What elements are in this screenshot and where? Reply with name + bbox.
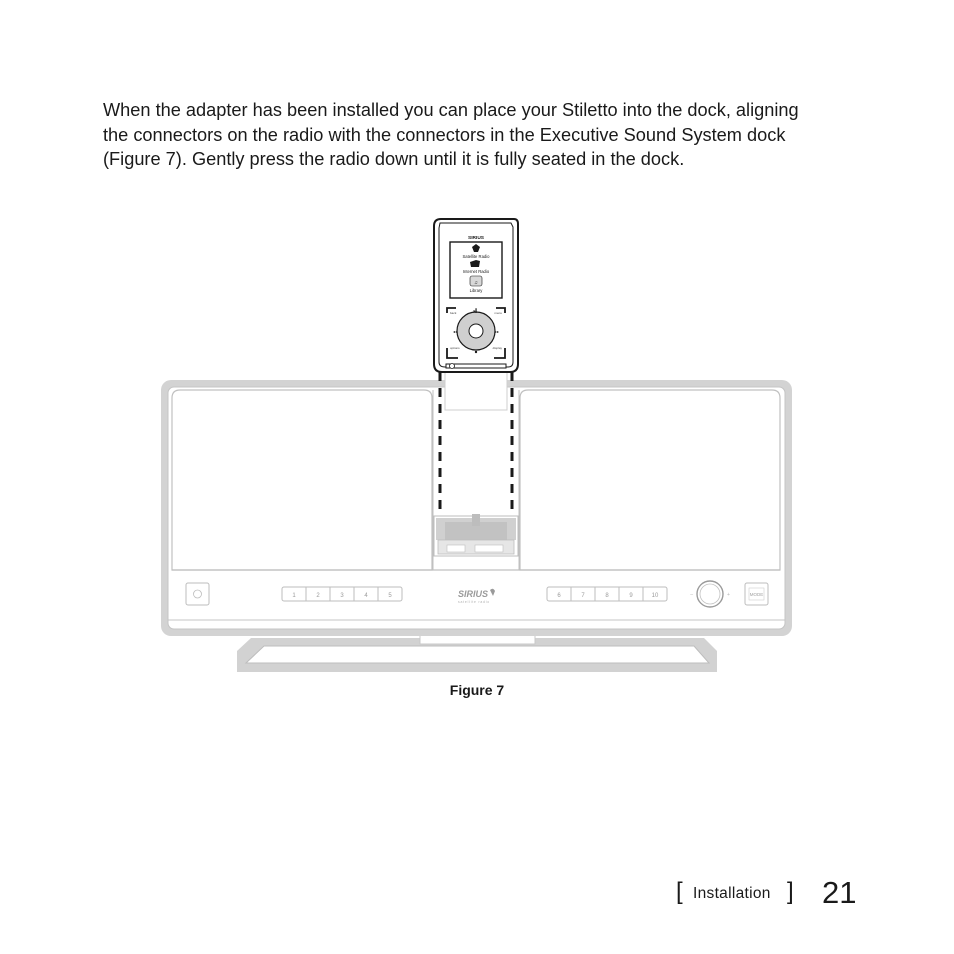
preset-8-label: 8 xyxy=(605,593,609,599)
speaker-logo: SIRIUS satellite radio xyxy=(458,588,495,604)
stiletto-radio: SIRIUS Satellite Radio Internet Radio ♫ … xyxy=(433,218,519,373)
preset-buttons-left: 1 2 3 4 5 xyxy=(281,586,403,602)
options-label: options xyxy=(450,346,460,350)
figure-caption: Figure 7 xyxy=(449,682,505,698)
left-speaker-panel xyxy=(171,389,433,571)
preset-7-label: 7 xyxy=(581,593,585,599)
bracket-close: ] xyxy=(787,878,794,905)
preset-3-label: 3 xyxy=(340,593,344,599)
speaker-body xyxy=(161,380,792,636)
mode-button xyxy=(744,582,769,606)
page-footer: [ Installation ] 21 xyxy=(0,875,954,918)
preset-5-label: 5 xyxy=(388,593,392,599)
svg-text:▸▍: ▸▍ xyxy=(473,308,478,313)
internet-radio-icon xyxy=(470,260,480,267)
preset-4-label: 4 xyxy=(364,593,368,599)
menu-item: Internet Radio xyxy=(463,269,490,274)
body-paragraph: When the adapter has been installed you … xyxy=(103,98,873,172)
svg-text:+: + xyxy=(727,592,730,598)
svg-text:◂◂: ◂◂ xyxy=(453,329,457,334)
dog-logo-icon xyxy=(490,588,495,596)
body-line: When the adapter has been installed you … xyxy=(103,100,799,120)
radio-connector xyxy=(445,363,507,369)
page-number: 21 xyxy=(822,875,857,910)
body-line: the connectors on the radio with the con… xyxy=(103,124,786,145)
preset-10-label: 10 xyxy=(652,593,659,599)
music-note-icon: ♫ xyxy=(474,280,478,286)
body-line: (Figure 7). Gently press the radio down … xyxy=(103,149,685,169)
menu-item: Satellite Radio xyxy=(462,254,490,259)
speaker-brand-sub: satellite radio xyxy=(458,600,490,604)
mode-label: MODE xyxy=(750,592,764,597)
svg-text:–: – xyxy=(690,592,693,598)
display-label: display xyxy=(493,346,503,350)
bracket-open: [ xyxy=(676,878,683,905)
speaker-brand: SIRIUS xyxy=(458,589,488,599)
radio-keypad: back menu options display ▸▍ ◂◂ ▸▸ xyxy=(446,307,506,359)
right-speaker-panel xyxy=(519,389,781,571)
power-icon xyxy=(193,589,202,599)
alignment-guides xyxy=(438,372,514,516)
menu-item: Library xyxy=(470,288,484,293)
select-button xyxy=(468,323,484,339)
radio-brand: SIRIUS xyxy=(468,235,485,241)
dock-cradle xyxy=(433,514,519,557)
power-button xyxy=(185,582,210,606)
preset-6-label: 6 xyxy=(557,593,561,599)
preset-2-label: 2 xyxy=(316,593,320,599)
back-label: back xyxy=(450,311,457,315)
menu-label: menu xyxy=(494,311,502,315)
satellite-icon xyxy=(472,244,480,252)
preset-1-label: 1 xyxy=(292,593,296,599)
svg-text:▸▸: ▸▸ xyxy=(495,329,499,334)
preset-9-label: 9 xyxy=(629,593,633,599)
control-strip: 1 2 3 4 5 SIRIUS satellite radio 6 7 8 9… xyxy=(185,580,769,608)
preset-buttons-right: 6 7 8 9 10 xyxy=(546,586,668,602)
section-name: Installation xyxy=(693,885,771,902)
library-icon xyxy=(469,275,483,287)
